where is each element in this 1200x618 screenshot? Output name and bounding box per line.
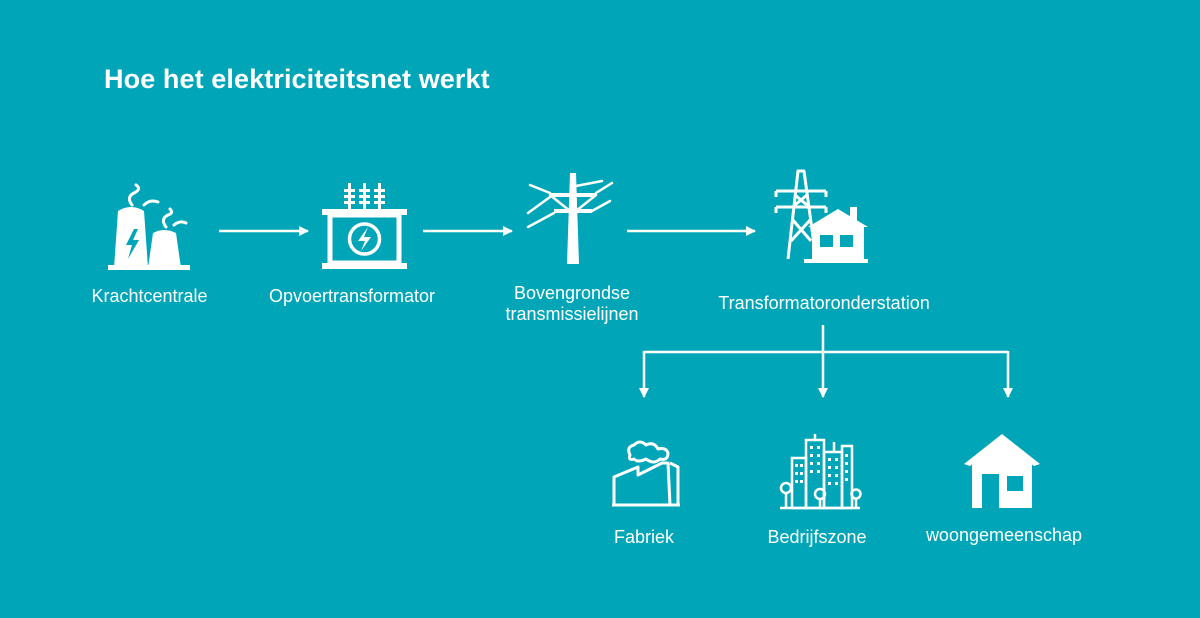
power-plant-icon xyxy=(108,183,190,270)
transmission-lines-label: Bovengrondse transmissielijnen xyxy=(484,283,660,325)
transformer-label: Opvoertransformator xyxy=(268,286,436,306)
factory-icon xyxy=(612,440,680,507)
diagram-title: Hoe het elektriciteitsnet werkt xyxy=(104,64,490,94)
transmission-lines-label-line1: Bovengrondse xyxy=(513,283,631,303)
substation-label: Transformatoronderstation xyxy=(718,293,930,313)
substation-icon xyxy=(774,169,868,263)
factory-label: Fabriek xyxy=(613,527,675,547)
city-buildings-icon xyxy=(779,434,862,510)
business-district-label: Bedrijfszone xyxy=(767,527,867,547)
power-plant-label: Krachtcentrale xyxy=(91,286,208,306)
residential-label: woongemeenschap xyxy=(925,525,1083,545)
transformer-icon xyxy=(322,183,407,269)
transmission-lines-label-line2: transmissielijnen xyxy=(505,304,639,324)
house-icon xyxy=(964,434,1040,508)
transmission-tower-icon xyxy=(526,173,614,264)
